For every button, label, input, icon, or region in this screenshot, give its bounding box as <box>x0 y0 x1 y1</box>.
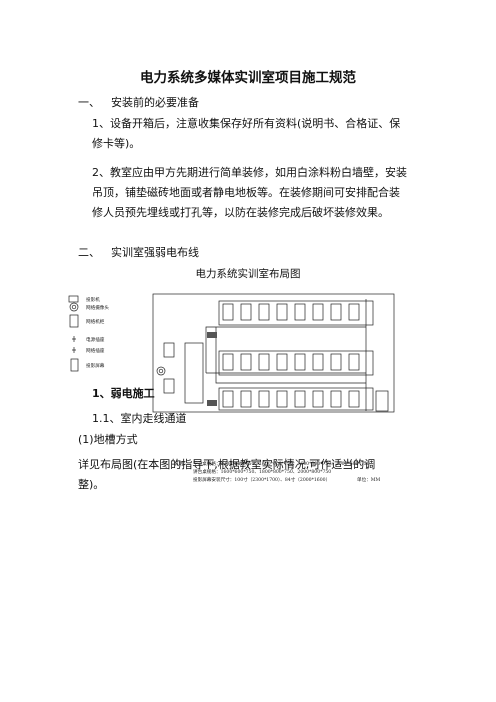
podium-chair <box>163 378 175 394</box>
wiring-line <box>215 327 366 384</box>
figure-title: 电力系统实训室布局图 <box>195 268 301 280</box>
notes-line-3: 投影屏幕安装尺寸：100寸（2300*1700）、84寸（2000*1600） <box>193 476 330 483</box>
cabinet-legend-icon <box>69 314 79 328</box>
subsection-1-1-heading: 1.1、室内走线通道 <box>92 412 187 425</box>
projector-icon <box>207 332 217 338</box>
power-socket-legend-icon <box>72 336 76 342</box>
legend-label-projector: 投影机 <box>86 296 100 303</box>
legend-label-network-socket: 网络插座 <box>86 347 105 354</box>
notes-unit: 单位：MM <box>357 476 380 483</box>
camera-icon <box>156 366 166 376</box>
item-2-line-2: 吊顶，铺垫磁砖地面或者静电地板等。在装修期间可安排配合装 <box>92 186 400 199</box>
room-outline <box>152 293 395 413</box>
projector-icon <box>207 400 217 406</box>
desk-group-middle <box>218 350 374 376</box>
section-2-heading: 实训室强弱电布线 <box>111 246 199 259</box>
document-title: 电力系统多媒体实训室项目施工规范 <box>140 70 356 86</box>
notes-label: 说明： <box>174 460 188 467</box>
legend-label-screen: 投影屏幕 <box>86 362 105 369</box>
network-cabinet <box>375 390 389 412</box>
item-1-line-2: 修卡等)。 <box>92 137 141 150</box>
desk-group-top <box>218 300 374 326</box>
network-socket-legend-icon <box>72 347 76 353</box>
legend-label-camera: 网络摄像头 <box>86 304 109 311</box>
desk-group-bottom <box>218 387 374 411</box>
classroom-layout-diagram: 投影机 网络摄像头 网络机柜 电源插座 网络插座 投影屏幕 说明： 学员桌规格：… <box>68 293 395 483</box>
section-2-number: 二、 <box>78 246 100 259</box>
lectern-desk <box>184 342 204 404</box>
notes-line-2: 讲台桌规格：1600*600*750、1800*800*750、2000*800… <box>193 468 331 475</box>
item-2-line-3: 修人员预先埋线或打孔等，以防在装修完成后破坏装修效果。 <box>92 206 389 219</box>
section-1-heading: 安装前的必要准备 <box>111 96 199 109</box>
projector-legend-icon <box>68 295 79 303</box>
wiring-line <box>205 299 367 411</box>
item-3: (1)地槽方式 <box>78 433 138 446</box>
item-4-line-2: 整)。 <box>78 478 105 491</box>
podium-chair <box>163 342 175 358</box>
legend-label-power-socket: 电源插座 <box>86 336 105 343</box>
item-2-line-1: 2、教室应由甲方先期进行简单装修，如用白涂料粉白墙壁，安装 <box>92 166 407 179</box>
legend-label-cabinet: 网络机柜 <box>86 318 105 325</box>
subsection-1-heading: 1、弱电施工 <box>92 387 155 400</box>
item-1-line-1: 1、设备开箱后，注意收集保存好所有资料(说明书、合格证、保 <box>92 117 401 130</box>
item-4-line-1: 详见布局图(在本图的指导下,根据教室实际情况,可作适当的调 <box>78 458 376 471</box>
section-1-number: 一、 <box>78 96 100 109</box>
camera-legend-icon <box>69 302 79 312</box>
notes-line-1: 学员桌规格：1200*600*750、1600*600*750、1600*800… <box>193 460 370 467</box>
screen-legend-icon <box>70 358 79 372</box>
